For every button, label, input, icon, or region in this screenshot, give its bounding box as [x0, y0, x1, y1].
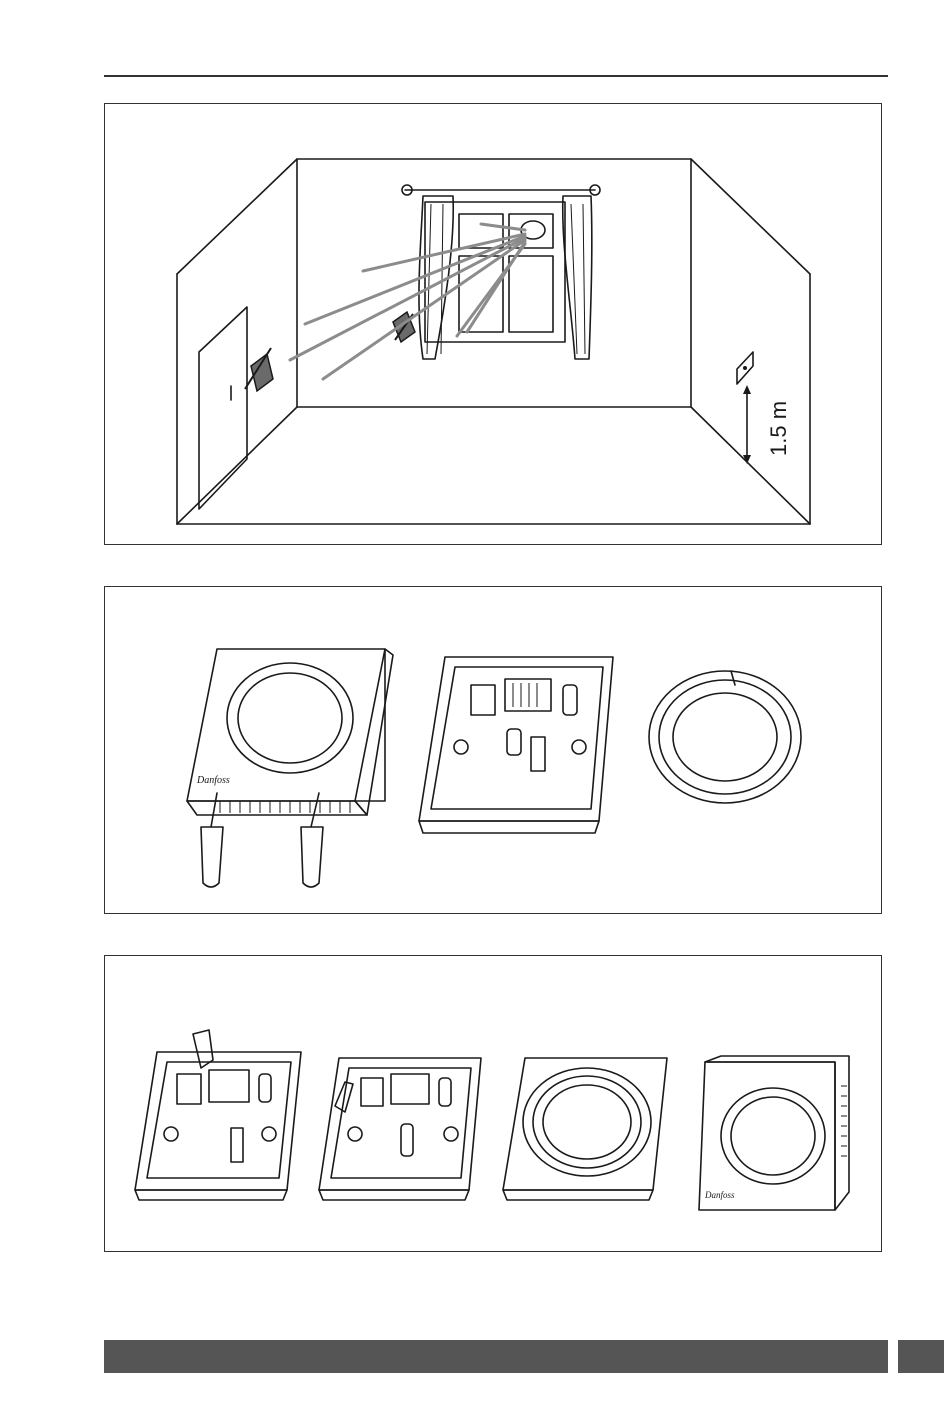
mounting-step-ring-attached — [503, 1058, 667, 1200]
footer-bar — [104, 1340, 888, 1373]
mounting-step-assembled: Danfoss — [699, 1056, 849, 1210]
height-label: 1.5 m — [766, 401, 791, 456]
room-placement-drawing: 1.5 m — [105, 104, 883, 546]
mounting-sequence-figure: Danfoss — [104, 955, 882, 1252]
header-rule — [104, 75, 888, 77]
cover-removal-drawing: Danfoss — [105, 587, 883, 915]
page-number-tab — [898, 1340, 944, 1373]
height-dimension — [743, 385, 751, 464]
cover-removal-figure: Danfoss — [104, 586, 882, 914]
danfoss-logo-assembled: Danfoss — [704, 1190, 735, 1200]
mounting-step-base-wiring — [319, 1058, 481, 1200]
thermostat-correct-position — [737, 352, 753, 384]
front-ring — [649, 671, 801, 803]
room-placement-figure: 1.5 m — [104, 103, 882, 545]
thermostat-wrong-position-door — [245, 348, 273, 391]
mounting-step-base-with-screwdriver — [135, 1030, 301, 1200]
danfoss-logo: Danfoss — [196, 775, 230, 786]
thermostat-base — [419, 657, 613, 833]
thermostat-front: Danfoss — [187, 649, 393, 815]
mounting-sequence-drawing: Danfoss — [105, 956, 883, 1253]
